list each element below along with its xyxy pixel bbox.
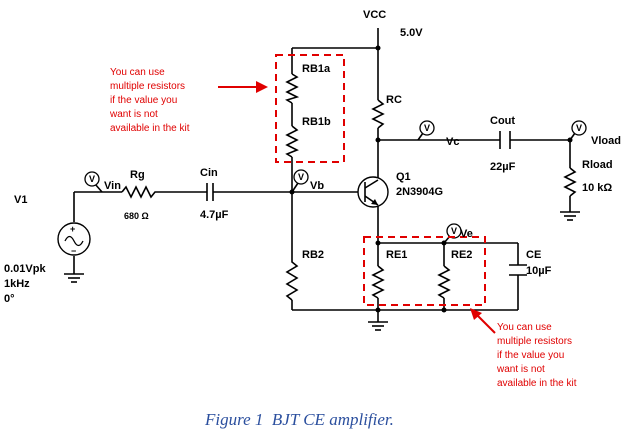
ce-label: CE bbox=[526, 249, 541, 261]
svg-text:+: + bbox=[70, 224, 75, 234]
rb1a-resistor-symbol bbox=[285, 73, 300, 104]
rb1a-label: RB1a bbox=[302, 63, 331, 75]
v1-label: V1 bbox=[14, 194, 27, 206]
svg-text:want is not: want is not bbox=[496, 364, 545, 375]
ground-symbol-emitter bbox=[368, 321, 388, 331]
svg-text:available in the kit: available in the kit bbox=[110, 123, 190, 134]
vcc-value: 5.0V bbox=[400, 27, 423, 39]
rb1b-resistor-symbol bbox=[285, 125, 299, 158]
cout-value: 22µF bbox=[490, 161, 516, 173]
ce-value: 10µF bbox=[526, 265, 552, 277]
rload-value: 10 kΩ bbox=[582, 182, 612, 194]
cin-capacitor-symbol bbox=[206, 183, 214, 201]
q1-label: Q1 bbox=[396, 171, 411, 183]
re2-label: RE2 bbox=[451, 249, 472, 261]
re1-label: RE1 bbox=[386, 249, 407, 261]
svg-text:want is not: want is not bbox=[109, 109, 158, 120]
rload-resistor-symbol bbox=[563, 167, 577, 197]
ve-label: Ve bbox=[460, 228, 473, 240]
bottom-note-arrow-icon bbox=[470, 308, 496, 334]
v1-phase: 0° bbox=[4, 293, 15, 305]
rg-label: Rg bbox=[130, 169, 145, 181]
ce-capacitor-symbol bbox=[509, 264, 527, 276]
vload-label: Vload bbox=[591, 135, 621, 147]
svg-text:multiple resistors: multiple resistors bbox=[110, 81, 185, 92]
cin-label: Cin bbox=[200, 167, 218, 179]
vin-label: Vin bbox=[104, 180, 121, 192]
re1-resistor-symbol bbox=[371, 265, 385, 299]
v1-frequency: 1kHz bbox=[4, 278, 30, 290]
vc-label: Vc bbox=[446, 136, 459, 148]
rb2-label: RB2 bbox=[302, 249, 324, 261]
v1-amplitude: 0.01Vpk bbox=[4, 263, 46, 275]
rb1-highlight-box bbox=[275, 54, 345, 163]
probe-vc-icon: V bbox=[417, 120, 435, 141]
vb-label: Vb bbox=[310, 180, 324, 192]
cin-value: 4.7µF bbox=[200, 209, 229, 221]
svg-text:You can use: You can use bbox=[110, 67, 165, 78]
svg-text:V: V bbox=[576, 123, 582, 133]
rb2-resistor-symbol bbox=[285, 243, 299, 301]
cout-label: Cout bbox=[490, 115, 515, 127]
top-annotation: You can use multiple resistors if the va… bbox=[109, 67, 190, 134]
probe-ve-icon: V bbox=[443, 223, 462, 244]
rg-value: 680 Ω bbox=[124, 211, 149, 221]
svg-text:if the value you: if the value you bbox=[110, 95, 177, 106]
svg-text:V: V bbox=[298, 172, 304, 182]
top-note-arrow-icon bbox=[218, 81, 268, 93]
vcc-label: VCC bbox=[363, 9, 386, 21]
probe-vin-icon: V bbox=[84, 171, 103, 193]
ground-symbol-source bbox=[64, 273, 84, 283]
re-highlight-box bbox=[363, 236, 486, 306]
probe-vload-icon: V bbox=[569, 120, 587, 141]
rb1b-label: RB1b bbox=[302, 116, 331, 128]
svg-text:available in the kit: available in the kit bbox=[497, 378, 577, 389]
ac-source-symbol: + − bbox=[57, 222, 91, 256]
rload-label: Rload bbox=[582, 159, 613, 171]
cout-capacitor-symbol bbox=[499, 131, 511, 149]
figure-caption: Figure 1 BJT CE amplifier. bbox=[204, 410, 394, 429]
q1-transistor-symbol bbox=[357, 176, 389, 208]
svg-text:V: V bbox=[424, 123, 430, 133]
rc-resistor-symbol bbox=[371, 99, 385, 129]
svg-text:V: V bbox=[451, 226, 457, 236]
probe-vb-icon: V bbox=[291, 169, 309, 193]
bottom-annotation: You can use multiple resistors if the va… bbox=[496, 322, 577, 389]
re2-resistor-symbol bbox=[437, 265, 451, 299]
rg-resistor-symbol bbox=[121, 185, 188, 199]
svg-text:multiple resistors: multiple resistors bbox=[497, 336, 572, 347]
ground-symbol-load bbox=[560, 211, 580, 221]
svg-text:V: V bbox=[89, 174, 95, 184]
svg-text:−: − bbox=[71, 246, 76, 256]
svg-text:You can use: You can use bbox=[497, 322, 552, 333]
q1-part-label: 2N3904G bbox=[396, 186, 443, 198]
svg-text:if the value you: if the value you bbox=[497, 350, 564, 361]
rc-label: RC bbox=[386, 94, 402, 106]
